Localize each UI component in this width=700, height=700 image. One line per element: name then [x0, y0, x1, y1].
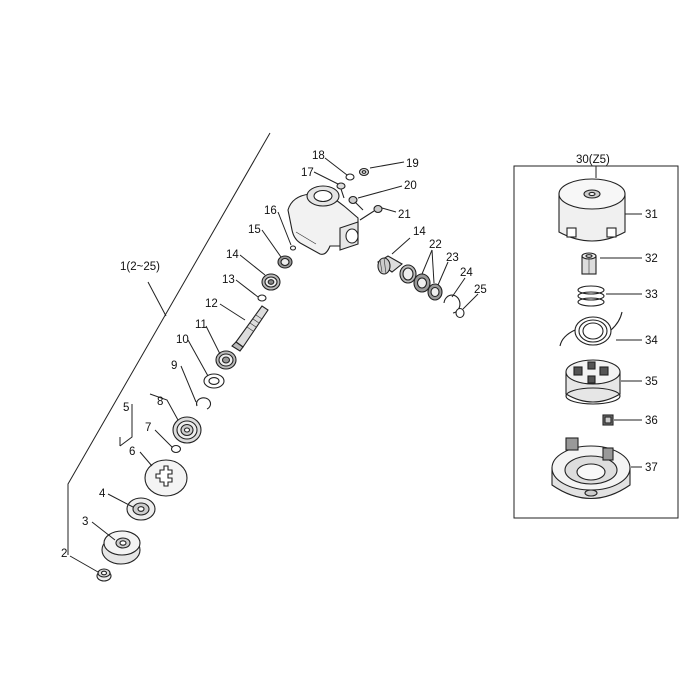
leader-12: [219, 303, 246, 321]
label-4: 4: [99, 488, 106, 500]
leader-15: [261, 229, 282, 258]
part-13-ring: [257, 294, 267, 302]
part-36-eyelet: [602, 414, 614, 426]
label-37: 37: [645, 462, 658, 474]
label-23: 23: [446, 252, 459, 264]
label-14a: 14: [226, 249, 239, 261]
label-2: 2: [61, 548, 67, 560]
part-11-bearing: [215, 350, 237, 370]
label-14b: 14: [413, 226, 426, 238]
part-25-ring: [455, 307, 465, 319]
label-25: 25: [474, 284, 487, 296]
leader-24: [451, 277, 466, 298]
leader-18: [324, 157, 348, 176]
leader-21: [381, 207, 397, 213]
part-32-nut: [581, 252, 597, 275]
part-37-base: [551, 437, 631, 500]
label-12: 12: [205, 298, 218, 310]
label-15: 15: [248, 224, 261, 236]
part-10-washer: [203, 373, 225, 389]
part-16-ring: [289, 245, 297, 251]
leader-13: [235, 279, 259, 298]
label-20: 20: [404, 180, 417, 192]
leader-10: [187, 339, 209, 377]
label-24: 24: [460, 267, 473, 279]
label-5: 5: [123, 402, 129, 414]
leader-23: [437, 261, 449, 286]
part-labels: 2 3 4 5 6 7 8 9 10 11 12 13 14 15 16 17 …: [61, 150, 658, 560]
part-34-line-coil: [559, 311, 623, 347]
label-17: 17: [301, 167, 314, 179]
label-10: 10: [176, 334, 189, 346]
part-2-nut: [96, 568, 112, 582]
label-33: 33: [645, 289, 658, 301]
part-14b-bearing: [399, 264, 417, 284]
leader-6: [139, 451, 153, 467]
assembly-bracket-line: [67, 132, 271, 555]
label-35: 35: [645, 376, 658, 388]
part-14a-bearing: [261, 273, 281, 291]
leader-17: [313, 171, 339, 185]
part-33-spring: [577, 285, 605, 307]
label-36: 36: [645, 415, 658, 427]
leader-14b: [391, 237, 411, 255]
label-19: 19: [406, 158, 419, 170]
leader-2: [69, 555, 99, 573]
label-6: 6: [129, 446, 135, 458]
part-19-nut: [358, 167, 370, 177]
label-21: 21: [398, 209, 411, 221]
leader-22b: [431, 249, 435, 284]
part-31-cap: [558, 178, 626, 242]
part-21-bolt: [359, 204, 383, 221]
part-9-circlip: [195, 397, 211, 410]
part-4-washer: [126, 497, 156, 521]
leader-3: [91, 521, 116, 541]
label-7: 7: [145, 422, 151, 434]
pinion-gear: [376, 255, 403, 275]
leader-25: [462, 293, 479, 310]
part-3-cup: [101, 530, 141, 565]
gear-case-housing: [287, 185, 359, 255]
leader-14a: [239, 254, 266, 276]
leader-20: [357, 185, 403, 199]
part-7-washer: [170, 444, 182, 454]
label-3: 3: [82, 516, 88, 528]
part-6-holder: [144, 459, 188, 497]
label-32: 32: [645, 253, 658, 265]
leader-8: [149, 393, 179, 421]
label-16: 16: [264, 205, 277, 217]
label-31: 31: [645, 209, 658, 221]
label-9: 9: [171, 360, 177, 372]
label-22: 22: [429, 239, 442, 251]
label-18: 18: [312, 150, 325, 162]
leader-11: [205, 325, 221, 355]
part-17-bolt: [336, 182, 346, 199]
part-20-bolt: [348, 195, 364, 211]
leader-lines: [69, 157, 642, 573]
label-34: 34: [645, 335, 658, 347]
part-15-bearing: [277, 255, 293, 269]
leader-9: [180, 365, 197, 403]
part-22-bearings: [413, 273, 443, 301]
part-8-gear: [172, 416, 202, 444]
label-8: 8: [157, 396, 163, 408]
label-13: 13: [222, 274, 235, 286]
part-35-spool: [565, 359, 621, 405]
leader-19: [369, 161, 405, 169]
kit-label: 30(Z5): [576, 154, 610, 166]
assembly-bracket-tick: [147, 281, 167, 317]
leader-4: [107, 493, 134, 508]
leader-5: [119, 404, 133, 447]
part-12-shaft: [231, 305, 269, 352]
part-18-washer: [345, 173, 355, 181]
leader-7: [154, 429, 173, 448]
label-11: 11: [195, 319, 207, 331]
leader-16: [277, 211, 292, 246]
leader-22a: [421, 249, 433, 275]
assembly-label: 1(2~25): [120, 261, 160, 273]
